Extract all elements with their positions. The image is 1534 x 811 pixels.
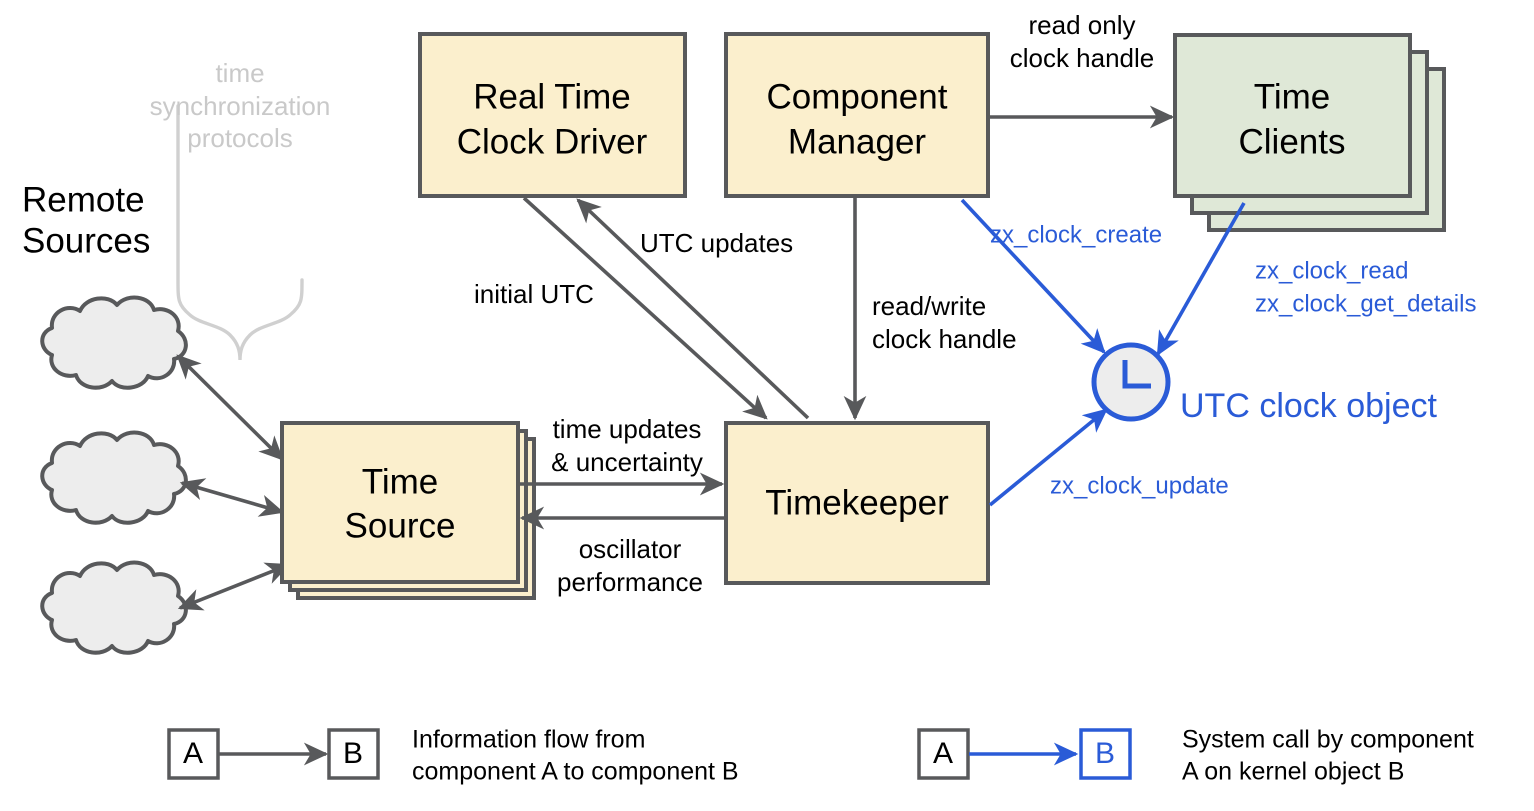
- legend-syscall-desc-line1: System call by component: [1182, 726, 1474, 754]
- node-utc-clock-object[interactable]: [1091, 342, 1171, 422]
- node-rtc-driver[interactable]: Real Time Clock Driver: [418, 32, 687, 198]
- legend-syscall-desc-line2: A on kernel object B: [1182, 758, 1404, 786]
- time-sync-label-line3: protocols: [187, 123, 293, 153]
- edge-cloud3-timesource: [177, 562, 291, 611]
- edge-cm-to-clients-label-line2: clock handle: [1010, 43, 1155, 73]
- legend-info-desc-line1: Information flow from: [412, 726, 645, 754]
- edge-cm-zx-clock-create: [960, 198, 1106, 354]
- node-component-manager-label-line2: Manager: [788, 122, 926, 161]
- node-component-manager[interactable]: Component Manager: [724, 32, 990, 198]
- edge-clients-zx-clock-read-label-line2: zx_clock_get_details: [1255, 290, 1476, 317]
- node-timekeeper-label: Timekeeper: [765, 483, 949, 522]
- edge-timesource-to-timekeeper-label-line1: time updates: [553, 414, 702, 444]
- edge-timekeeper-to-rtc: [576, 198, 810, 420]
- node-timekeeper[interactable]: Timekeeper: [724, 421, 990, 585]
- edge-clients-zx-clock-read-label-line1: zx_clock_read: [1255, 257, 1408, 284]
- edge-cm-to-timekeeper-label-line1: read/write: [872, 291, 986, 321]
- edge-timesource-to-timekeeper-label-line2: & uncertainty: [551, 447, 703, 477]
- remote-source-cloud-1: [40, 295, 188, 390]
- edge-cm-to-clients-label-line1: read only: [1029, 10, 1136, 40]
- legend-info-box-a: A: [183, 737, 203, 770]
- edge-rtc-to-timekeeper: [522, 196, 768, 420]
- edge-timekeeper-zx-clock-update-label: zx_clock_update: [1050, 472, 1229, 499]
- node-rtc-driver-label-line1: Real Time: [473, 77, 631, 116]
- legend-info-desc-line2: component A to component B: [412, 758, 739, 786]
- remote-sources-label-line2: Sources: [22, 221, 150, 260]
- edge-cloud1-timesource: [176, 354, 284, 461]
- node-time-clients[interactable]: Time Clients: [1173, 33, 1446, 232]
- edge-cm-zx-clock-create-label: zx_clock_create: [990, 221, 1162, 248]
- time-sync-label-line2: synchronization: [150, 91, 331, 121]
- node-time-source-label-line2: Source: [345, 506, 456, 545]
- node-rtc-driver-label-line2: Clock Driver: [457, 122, 648, 161]
- node-component-manager-label-line1: Component: [767, 77, 948, 116]
- edge-timekeeper-to-timesource-label-line1: oscillator: [579, 534, 682, 564]
- time-sync-label-line1: time: [215, 58, 264, 88]
- edge-clients-zx-clock-read: [1156, 202, 1246, 357]
- node-time-source-label-line1: Time: [362, 462, 438, 501]
- remote-source-cloud-2: [40, 430, 188, 525]
- legend-syscall-box-b: B: [1095, 737, 1115, 770]
- edge-cloud2-timesource: [179, 478, 285, 517]
- node-utc-clock-object-label: UTC clock object: [1180, 387, 1438, 425]
- remote-source-cloud-3: [40, 560, 188, 655]
- edge-timekeeper-zx-clock-update: [988, 408, 1108, 507]
- legend-system-call: A B System call by component A on kernel…: [917, 726, 1474, 786]
- clock-face-icon: [1122, 360, 1151, 389]
- edge-cm-to-timekeeper-label-line2: clock handle: [872, 324, 1017, 354]
- node-time-clients-label-line1: Time: [1254, 77, 1330, 116]
- node-time-clients-label-line2: Clients: [1239, 122, 1346, 161]
- node-time-source[interactable]: Time Source: [280, 421, 536, 600]
- legend-syscall-box-a: A: [933, 737, 953, 770]
- edge-rtc-to-timekeeper-label: initial UTC: [474, 279, 594, 309]
- legend-info-box-b: B: [343, 737, 363, 770]
- legend-information-flow: A B Information flow from component A to…: [167, 726, 739, 786]
- edge-timekeeper-to-timesource-label-line2: performance: [557, 567, 703, 597]
- edge-timekeeper-to-rtc-label: UTC updates: [640, 228, 793, 258]
- remote-sources-label-line1: Remote: [22, 180, 145, 219]
